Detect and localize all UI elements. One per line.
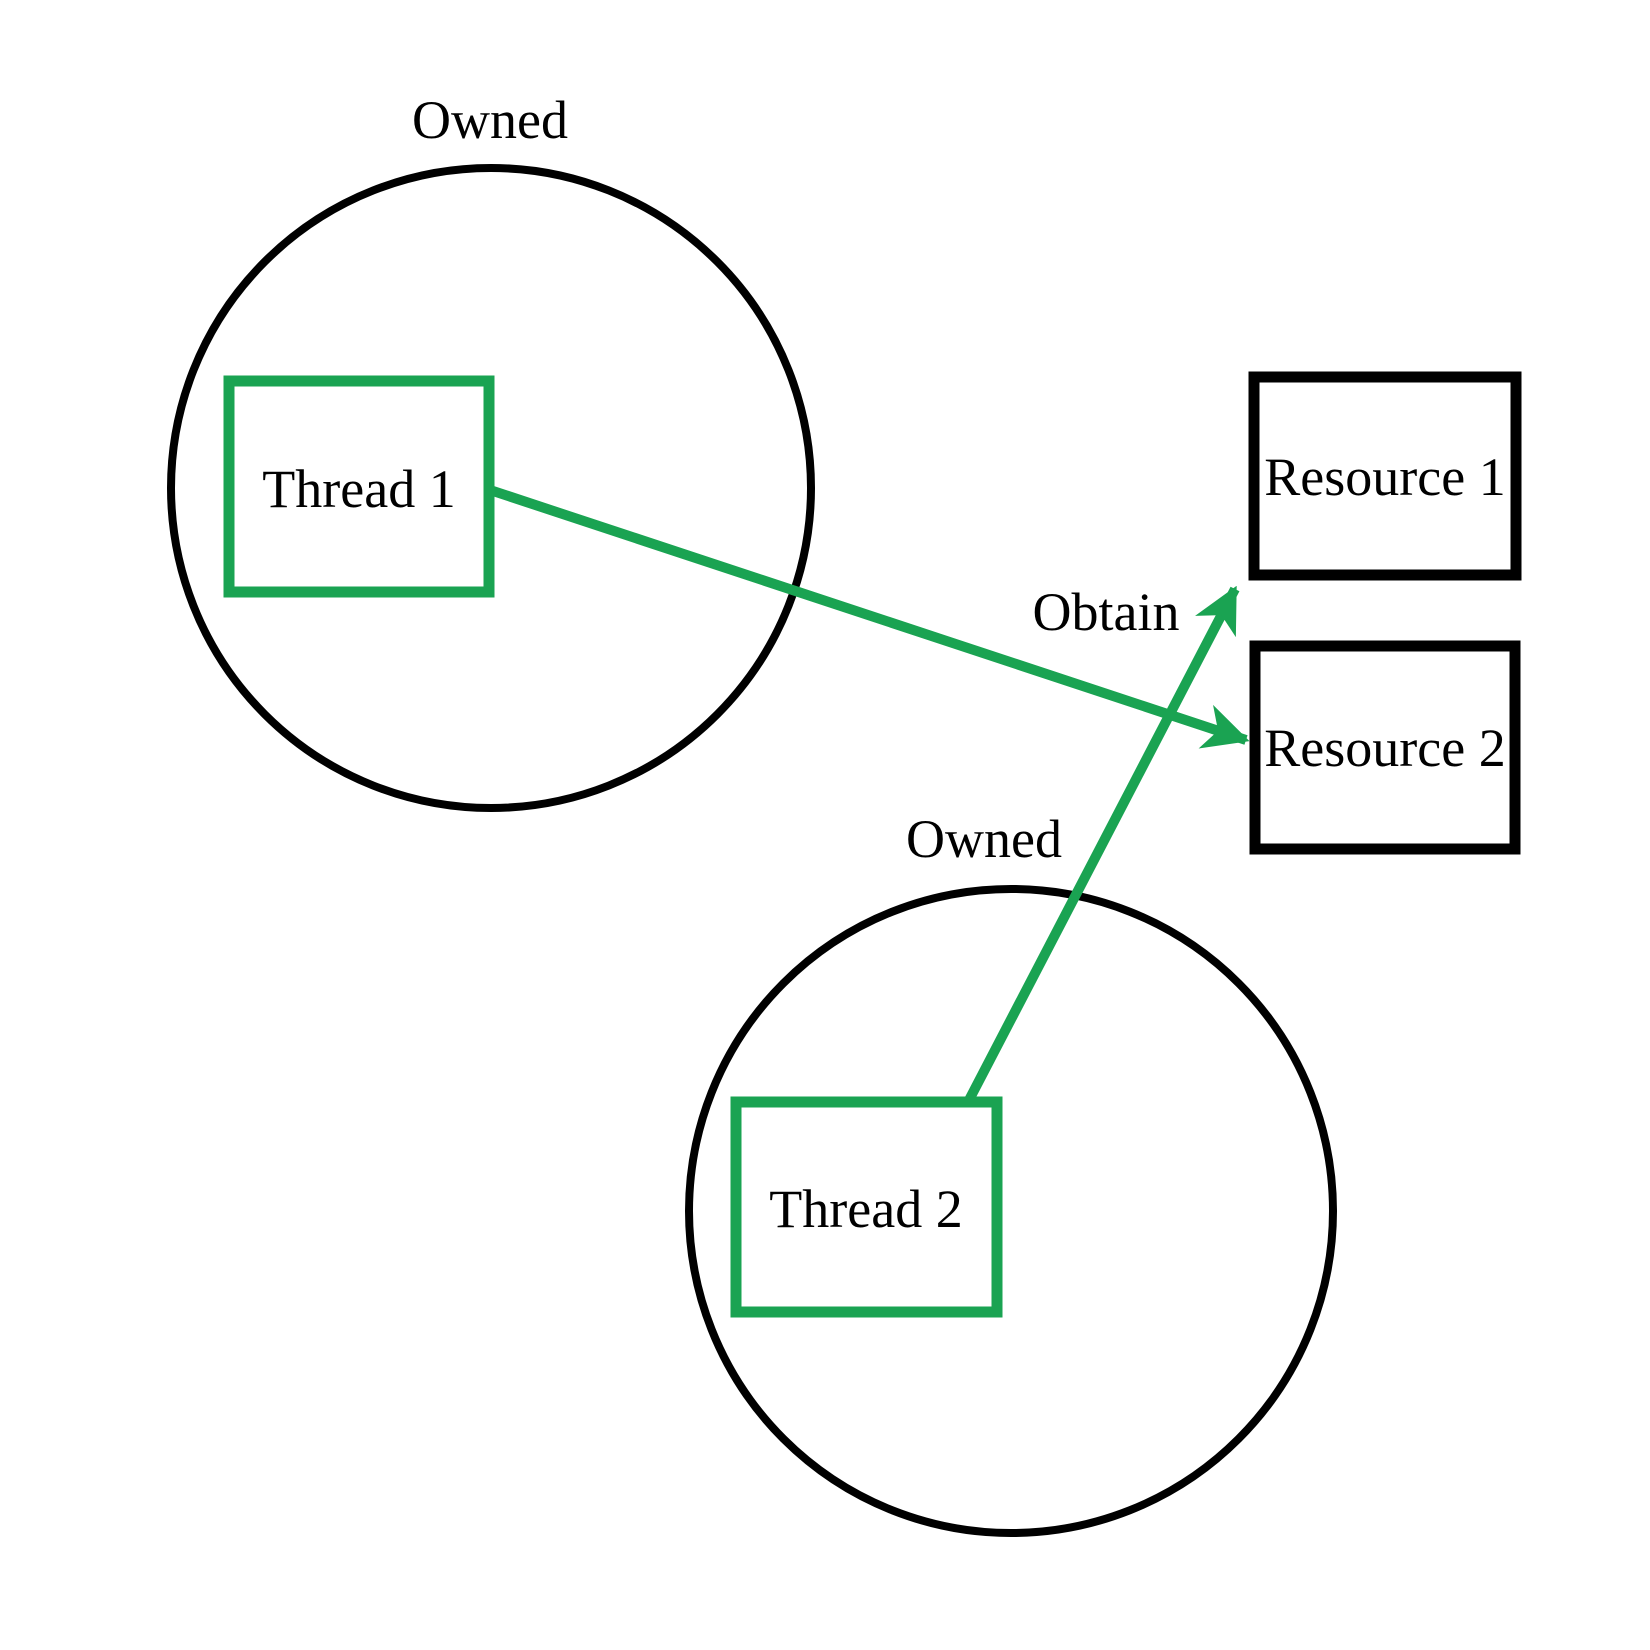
arrow-thread2-to-resource1 — [963, 585, 1240, 1105]
thread1-label: Thread 1 — [262, 459, 455, 519]
resource1-box — [1248, 371, 1522, 581]
thread2-owned-group: Owned — [685, 809, 1337, 1537]
owned-label-thread2: Owned — [906, 809, 1062, 869]
thread2-label: Thread 2 — [769, 1179, 962, 1239]
obtain-label: Obtain — [1033, 582, 1180, 642]
thread1-box — [223, 375, 495, 598]
thread2-box — [730, 1096, 1003, 1318]
resource2-group: Resource 2 — [1249, 640, 1521, 855]
resource2-label: Resource 2 — [1264, 718, 1505, 778]
owned-label-thread1: Owned — [412, 90, 568, 150]
resource1-label: Resource 1 — [1264, 447, 1505, 507]
resource1-group: Resource 1 — [1248, 371, 1522, 581]
thread2-box-group: Thread 2 — [730, 1096, 1003, 1318]
owned-circle-thread1 — [167, 164, 815, 812]
arrow-thread1-to-resource2 — [488, 485, 1250, 749]
resource2-box — [1249, 640, 1521, 855]
owned-circle-thread2 — [685, 885, 1337, 1537]
thread1-owned-group: Owned Thread 1 — [167, 90, 815, 812]
obtain-arrows-group: Obtain — [488, 485, 1250, 1105]
